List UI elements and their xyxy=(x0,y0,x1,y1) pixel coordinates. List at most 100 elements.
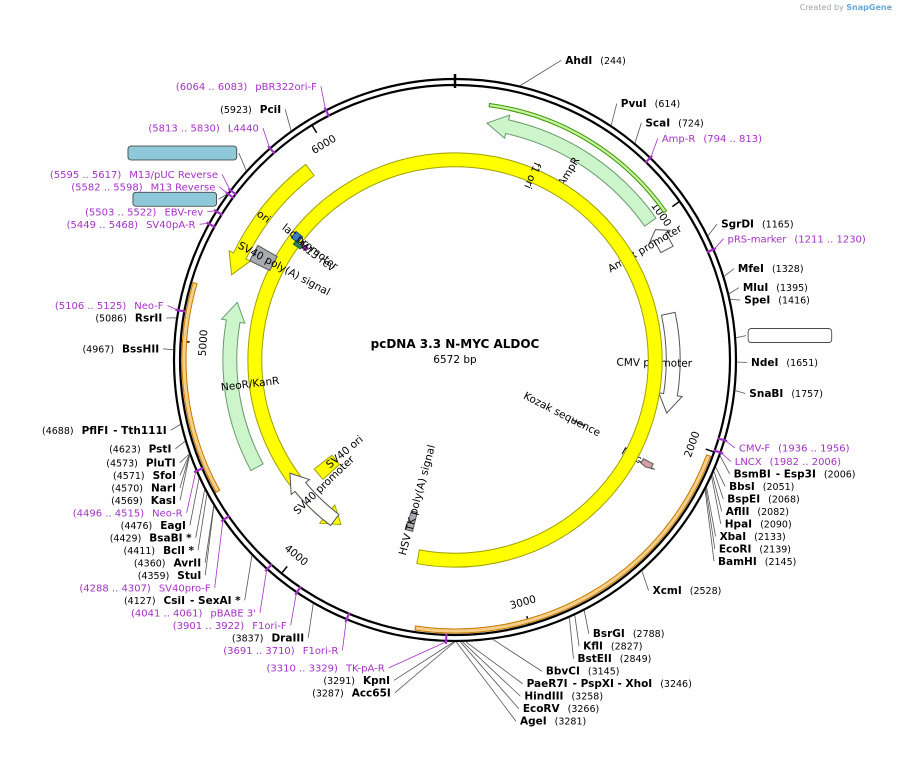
label-hindiii: HindIII (3258) xyxy=(524,691,603,703)
leader-hpai xyxy=(712,477,721,524)
label-bamhi: BamHI(2145) xyxy=(718,556,796,568)
label-name-neo-f: Neo-F xyxy=(134,301,164,312)
credit: Created by SnapGene xyxy=(800,3,892,12)
label-name-f1ori-r: F1ori-R xyxy=(303,646,339,657)
label-pos-f1ori-r: (3691 .. 3710) xyxy=(223,646,295,657)
label-name-bsabi: BsaBI * xyxy=(149,532,192,544)
label-pos-paer7i: (3246) xyxy=(660,679,692,690)
label-name-m13-reverse: M13 Reverse xyxy=(151,182,216,193)
label-name-hpai: HpaI xyxy=(725,518,752,530)
label-pos-pbr322ori-f: (6064 .. 6083) xyxy=(176,82,248,93)
label-ecori: EcoRI(2139) xyxy=(719,543,791,555)
label-name-draiii: DraIII xyxy=(271,632,304,644)
label-pos-eagi: (4476) xyxy=(121,521,153,532)
label-name-sgrdi: SgrDI xyxy=(721,219,754,231)
plasmid-size: 6572 bp xyxy=(433,354,477,366)
label-name-ebv-rev: EBV-rev xyxy=(164,207,203,218)
label-prs-marker: pRS-marker(1211 .. 1230) xyxy=(727,234,865,245)
label-name-hindiii: HindIII xyxy=(524,691,563,703)
label-name-snabi: SnaBI xyxy=(749,388,783,400)
leader-psti xyxy=(175,441,185,448)
label-kasi: (4569)KasI xyxy=(111,495,176,507)
label-name-mfei: MfeI xyxy=(738,263,764,275)
label-pos-bbsi: (2051) xyxy=(763,482,795,493)
label-pos-m13-reverse: (5582 .. 5598) xyxy=(71,182,143,193)
label-mfei: MfeI(1328) xyxy=(738,263,804,275)
label-extra-csii: - SexAI * xyxy=(190,595,241,607)
label-name-kpni: KpnI xyxy=(363,675,390,687)
label-name-aflii: AflII xyxy=(726,506,750,518)
label-name-bcli: BclI * xyxy=(163,545,194,557)
label-name-pcii: PciI xyxy=(260,104,281,116)
label-pos-pvui: (614) xyxy=(655,99,681,110)
label-pos-hindiii: (3258) xyxy=(571,692,603,703)
feature-label-hsv-tk: HSV TK poly(A) signal xyxy=(397,444,438,557)
tick-label-3000: 3000 xyxy=(509,593,538,612)
label-pos-pluti: (4573) xyxy=(106,458,138,469)
label-hpai: HpaI (2090) xyxy=(725,518,792,530)
label-pos-ecori: (2139) xyxy=(759,544,791,555)
label-pos-sgrdi: (1165) xyxy=(762,220,794,231)
label-pos-agei: (3281) xyxy=(555,717,587,728)
label-name-ahdi: AhdI xyxy=(565,55,592,67)
label-xcmi: XcmI(2528) xyxy=(653,585,722,597)
leader-bbvci xyxy=(493,639,542,671)
leader-l4440 xyxy=(263,128,270,148)
label-name-nari: NarI xyxy=(151,482,176,494)
leader-m13-puc-reverse xyxy=(222,174,230,190)
label-sgrdi: SgrDI (1165) xyxy=(721,219,793,231)
label-pos-amp-r: (794 .. 813) xyxy=(703,134,762,145)
leader-eagi xyxy=(190,478,199,525)
leader-paer7i xyxy=(466,642,523,684)
label-pos-bsabi: (4429) xyxy=(110,533,142,544)
leader-f1ori-f xyxy=(291,593,297,625)
label-pos-ndei: (1651) xyxy=(786,358,818,369)
label-lncx: LNCX(1982 .. 2006) xyxy=(735,457,841,468)
label-name-agei: AgeI xyxy=(520,716,547,728)
label-pos-scai: (724) xyxy=(678,118,704,129)
tick-label-2000: 2000 xyxy=(682,430,702,459)
label-pos-stui: (4359) xyxy=(138,571,170,582)
label-pos-bsshii: (4967) xyxy=(82,344,114,355)
label-nari: (4570)NarI xyxy=(111,482,176,494)
label-name-bsmbi: BsmBI xyxy=(734,468,771,480)
label-pos-lncx: (1982 .. 2006) xyxy=(770,457,842,468)
leader-bsabi xyxy=(196,490,205,538)
label-bbsi: BbsI (2051) xyxy=(729,481,794,493)
label-pos-prs-marker: (1211 .. 1230) xyxy=(794,234,866,245)
label-f1ori-f: (3901 .. 3922)F1ori-F xyxy=(173,621,287,632)
leader-sv40pro-f xyxy=(215,520,223,588)
label-eagi: (4476)EagI xyxy=(121,520,186,532)
label-pos-f1ori-f: (3901 .. 3922) xyxy=(173,621,245,632)
label-name-bspei: BspEI xyxy=(727,493,760,505)
label-neo-f: (5106 .. 5125)Neo-F xyxy=(55,301,164,312)
label-name-bbsi: BbsI xyxy=(729,481,755,493)
label-xbai: XbaI(2133) xyxy=(720,531,786,543)
label-name-xbai: XbaI xyxy=(720,531,747,543)
label-draiii: (3837)DraIII xyxy=(232,632,304,644)
label-pos-cmv-f: (1936 .. 1956) xyxy=(778,443,850,454)
label-spei: SpeI(1416) xyxy=(744,295,810,307)
label-m13-puc-reverse: (5595 .. 5617)M13/pUC Reverse xyxy=(50,170,218,181)
label-sv40pro-f: (4288 .. 4307)SV40pro-F xyxy=(79,583,210,594)
label-avrii: (4360)AvrII xyxy=(134,557,201,569)
label-pos-hpai: (2090) xyxy=(760,519,792,530)
label-bsmbi: BsmBI- Esp3I(2006) xyxy=(734,468,856,480)
label-name-tk-pa-r: TK-pA-R xyxy=(345,663,385,674)
leader-ecorv xyxy=(460,642,518,709)
leader-bsshii xyxy=(163,349,173,350)
leader-snabi xyxy=(735,391,745,394)
label-pos-bamhi: (2145) xyxy=(765,557,797,568)
feature-label-kozak: Kozak sequence xyxy=(521,390,602,439)
label-pos-pcii: (5923) xyxy=(220,105,252,116)
label-pos-bsrgi: (2788) xyxy=(633,629,665,640)
tick-mark-6000 xyxy=(312,125,317,133)
label-pos-sv40pa-r: (5449 .. 5468) xyxy=(67,220,139,231)
label-bsshii: (4967)BssHII xyxy=(82,343,159,355)
label-kpni: (3291)KpnI xyxy=(323,675,390,687)
label-extra-pos-bsmbi: (2006) xyxy=(824,469,856,480)
label-name-acc65i: Acc65I xyxy=(352,687,391,699)
label-sv40pa-r: (5449 .. 5468)SV40pA-R xyxy=(67,220,196,231)
label-rsrii: (5086)RsrII xyxy=(95,313,162,325)
label-pos-ebv-rev: (5503 .. 5522) xyxy=(85,207,157,218)
